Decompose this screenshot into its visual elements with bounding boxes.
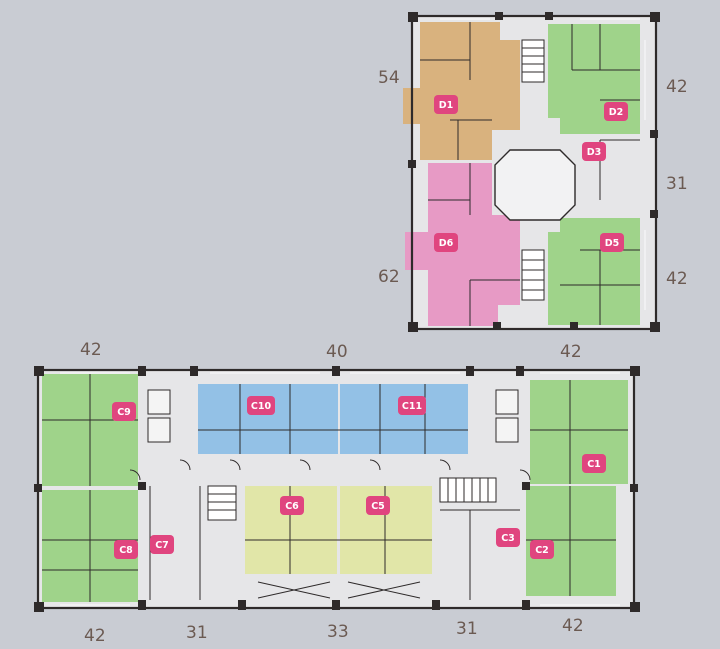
unit-d6-area (428, 163, 520, 326)
tower-d-stair-top (521, 39, 545, 83)
dim-top-left-lower: 62 (378, 267, 400, 287)
badge-c9[interactable]: C9 (112, 402, 136, 421)
tower-d-stair-bottom (521, 249, 545, 301)
dim-building-top-right: 42 (560, 342, 582, 362)
building-c-windows (60, 372, 620, 606)
tower-d-core (494, 149, 576, 221)
dim-top-right-3: 42 (666, 269, 688, 289)
svg-text:D5: D5 (605, 238, 620, 249)
unit-c1-area (530, 380, 628, 484)
building-c (34, 366, 640, 612)
dim-bottom-2: 31 (186, 623, 208, 643)
badge-d2[interactable]: D2 (604, 102, 628, 121)
dim-building-top-mid: 40 (326, 342, 348, 362)
tower-d-windows (440, 18, 646, 310)
badge-c5[interactable]: C5 (366, 496, 390, 515)
badge-c3[interactable]: C3 (496, 528, 520, 547)
tower-d-stair-lines (522, 47, 544, 291)
core-stair-lines (208, 478, 489, 511)
badge-c7[interactable]: C7 (150, 535, 174, 554)
badge-c6[interactable]: C6 (280, 496, 304, 515)
svg-text:C2: C2 (535, 545, 549, 556)
dim-bottom-1: 42 (84, 626, 106, 646)
dimension-labels: 54 62 42 31 42 42 40 42 42 31 33 31 42 (80, 68, 688, 646)
badge-c1[interactable]: C1 (582, 454, 606, 473)
svg-text:C11: C11 (402, 401, 422, 412)
svg-text:C1: C1 (587, 459, 601, 470)
svg-text:C3: C3 (501, 533, 515, 544)
dim-building-top-left: 42 (80, 340, 102, 360)
badge-d5[interactable]: D5 (600, 233, 624, 252)
unit-c10-area (198, 384, 338, 454)
badge-c2[interactable]: C2 (530, 540, 554, 559)
dim-bottom-4: 31 (456, 619, 478, 639)
core-left-stair (207, 485, 237, 521)
svg-text:C7: C7 (155, 540, 169, 551)
unit-badges: D1 D2 D3 D6 D5 C9 C10 C11 C1 C6 C5 C3 C7… (112, 95, 628, 559)
svg-text:D3: D3 (587, 147, 602, 158)
badge-d3[interactable]: D3 (582, 142, 606, 161)
unit-d1-area (420, 22, 520, 160)
svg-text:C10: C10 (251, 401, 272, 412)
core-right-stair (439, 477, 497, 503)
corridor-doors (129, 459, 531, 481)
svg-text:C9: C9 (117, 407, 131, 418)
svg-text:C6: C6 (285, 501, 299, 512)
badge-c10[interactable]: C10 (247, 396, 275, 415)
building-c-columns (34, 366, 640, 612)
dim-bottom-3: 33 (327, 622, 349, 642)
dim-top-right-1: 42 (666, 77, 688, 97)
tower-d-columns (408, 12, 660, 332)
svg-text:D1: D1 (439, 100, 454, 111)
tower-d (403, 12, 660, 332)
dim-bottom-5: 42 (562, 616, 584, 636)
badge-d1[interactable]: D1 (434, 95, 458, 114)
svg-text:D6: D6 (439, 238, 454, 249)
unit-c11-area (340, 384, 468, 454)
svg-text:D2: D2 (609, 107, 624, 118)
svg-text:C8: C8 (119, 545, 133, 556)
svg-text:C5: C5 (371, 501, 385, 512)
building-c-partitions (42, 374, 628, 602)
lift-boxes (147, 389, 519, 443)
dim-top-right-2: 31 (666, 174, 688, 194)
badge-c8[interactable]: C8 (114, 540, 138, 559)
dim-top-left-upper: 54 (378, 68, 400, 88)
unit-d6-balcony (405, 232, 429, 270)
badge-c11[interactable]: C11 (398, 396, 426, 415)
tower-d-outline (410, 14, 658, 331)
badge-d6[interactable]: D6 (434, 233, 458, 252)
unit-d5-area (548, 218, 640, 325)
